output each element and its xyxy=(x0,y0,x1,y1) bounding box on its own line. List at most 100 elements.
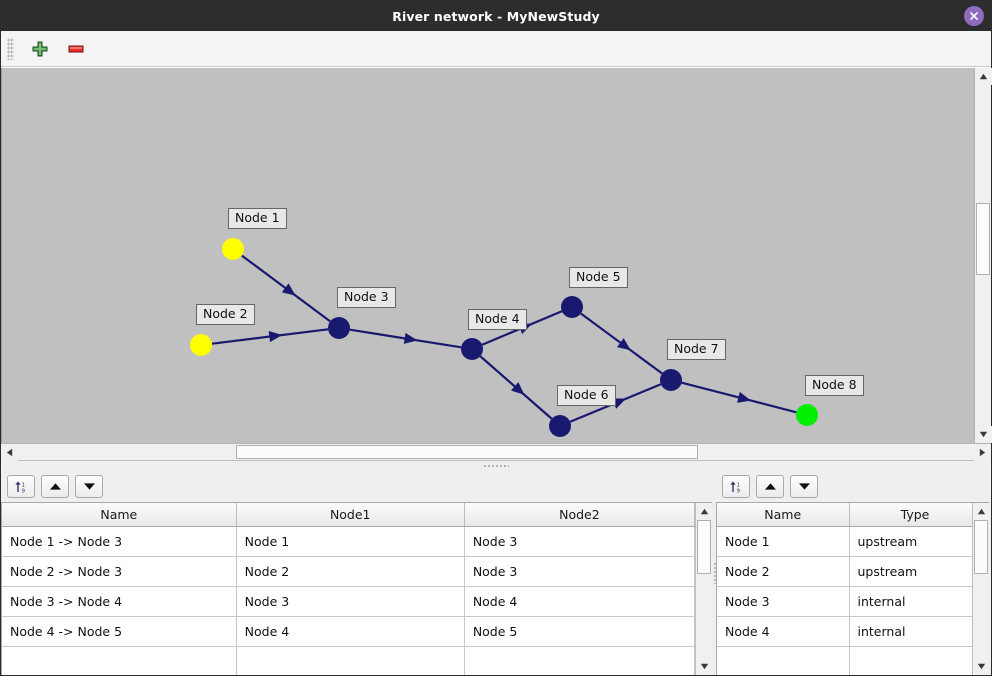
nodes-scroll-thumb[interactable] xyxy=(974,520,988,574)
table-cell[interactable] xyxy=(849,646,972,675)
table-cell[interactable] xyxy=(236,646,465,675)
graph-node-label[interactable]: Node 7 xyxy=(667,339,726,360)
table-cell[interactable]: Node 4 xyxy=(464,586,695,617)
table-cell[interactable] xyxy=(2,646,237,675)
table-cell[interactable]: Node 3 xyxy=(717,586,850,617)
graph-node[interactable] xyxy=(561,296,583,318)
svg-text:9: 9 xyxy=(22,488,25,494)
table-cell[interactable]: Node 2 xyxy=(236,556,465,587)
reaches-scroll-thumb[interactable] xyxy=(697,520,711,574)
table-cell[interactable]: Node 1 -> Node 3 xyxy=(2,526,237,557)
graph-node-label[interactable]: Node 1 xyxy=(228,208,287,229)
vertical-splitter[interactable] xyxy=(712,471,716,675)
reaches-vertical-scrollbar[interactable] xyxy=(695,503,712,675)
table-cell[interactable]: Node 2 xyxy=(717,556,850,587)
arrow-down-icon xyxy=(798,483,810,490)
table-cell[interactable]: internal xyxy=(849,586,972,617)
table-cell[interactable]: upstream xyxy=(849,526,972,557)
table-cell[interactable]: Node 3 xyxy=(464,556,695,587)
nodes-scroll-down-button[interactable] xyxy=(973,658,989,675)
reaches-sort-button[interactable]: 1 9 xyxy=(7,475,35,498)
table-cell[interactable]: Node 3 xyxy=(236,586,465,617)
bottom-panes: 1 9 xyxy=(1,471,991,675)
nodes-sort-button[interactable]: 1 9 xyxy=(722,475,750,498)
table-cell[interactable]: Node 5 xyxy=(464,616,695,647)
table-cell[interactable]: Node 4 xyxy=(717,616,850,647)
table-row[interactable] xyxy=(2,646,695,675)
caret-right-icon xyxy=(979,448,986,457)
table-cell[interactable] xyxy=(464,646,695,675)
graph-node[interactable] xyxy=(461,338,483,360)
canvas-horizontal-scrollbar[interactable] xyxy=(1,443,991,461)
graph-node[interactable] xyxy=(328,317,350,339)
column-header[interactable]: Name xyxy=(717,503,850,527)
add-node-button[interactable] xyxy=(28,37,52,61)
horizontal-splitter[interactable] xyxy=(1,460,991,471)
table-cell[interactable]: Node 4 xyxy=(236,616,465,647)
scroll-right-button[interactable] xyxy=(974,444,991,461)
column-header[interactable]: Type xyxy=(849,503,972,527)
reaches-move-down-button[interactable] xyxy=(75,475,103,498)
horizontal-scroll-thumb[interactable] xyxy=(236,445,698,459)
table-cell[interactable] xyxy=(717,646,850,675)
table-cell[interactable]: Node 1 xyxy=(236,526,465,557)
scroll-down-button[interactable] xyxy=(975,426,992,443)
column-header[interactable]: Name xyxy=(2,503,237,527)
graph-node[interactable] xyxy=(660,369,682,391)
graph-node[interactable] xyxy=(796,404,818,426)
nodes-scroll-up-button[interactable] xyxy=(973,503,989,520)
column-header[interactable]: Node1 xyxy=(236,503,465,527)
table-cell[interactable]: upstream xyxy=(849,556,972,587)
nodes-scroll-track[interactable] xyxy=(973,520,989,658)
reaches-scroll-down-button[interactable] xyxy=(696,658,712,675)
graph-node[interactable] xyxy=(222,238,244,260)
vertical-scroll-track[interactable] xyxy=(975,85,991,426)
reaches-scroll-track[interactable] xyxy=(696,520,712,658)
reaches-scroll-up-button[interactable] xyxy=(696,503,712,520)
graph-node[interactable] xyxy=(549,415,571,437)
canvas-vertical-scrollbar[interactable] xyxy=(974,68,992,443)
reaches-move-up-button[interactable] xyxy=(41,475,69,498)
toolbar-drag-handle[interactable] xyxy=(7,37,14,60)
table-cell[interactable]: Node 2 -> Node 3 xyxy=(2,556,237,587)
table-cell[interactable]: Node 3 xyxy=(464,526,695,557)
graph-node-label[interactable]: Node 6 xyxy=(557,385,616,406)
scroll-left-button[interactable] xyxy=(1,444,18,461)
nodes-move-down-button[interactable] xyxy=(790,475,818,498)
graph-node-label[interactable]: Node 3 xyxy=(337,287,396,308)
graph-node-label[interactable]: Node 8 xyxy=(805,375,864,396)
nodes-vertical-scrollbar[interactable] xyxy=(972,503,989,675)
graph-canvas[interactable]: Node 1 Node 2 Node 3 Node 4 Node 5 Node 6 Node… xyxy=(1,68,974,443)
table-cell[interactable]: Node 3 -> Node 4 xyxy=(2,586,237,617)
scroll-up-button[interactable] xyxy=(975,68,992,85)
table-row[interactable] xyxy=(717,646,972,675)
table-cell[interactable]: Node 4 -> Node 5 xyxy=(2,616,237,647)
graph-node-label[interactable]: Node 5 xyxy=(569,267,628,288)
graph-node-label[interactable]: Node 2 xyxy=(196,304,255,325)
graph-node-label[interactable]: Node 4 xyxy=(468,309,527,330)
remove-node-button[interactable] xyxy=(64,37,88,61)
nodes-pane: 1 9 xyxy=(716,471,991,675)
graph-node[interactable] xyxy=(190,334,212,356)
vertical-scroll-thumb[interactable] xyxy=(976,203,990,275)
column-header[interactable]: Node2 xyxy=(464,503,695,527)
close-button[interactable] xyxy=(964,6,984,26)
table-cell[interactable]: Node 1 xyxy=(717,526,850,557)
table-cell[interactable]: internal xyxy=(849,616,972,647)
graph-edge-arrow xyxy=(510,382,525,395)
nodes-move-up-button[interactable] xyxy=(756,475,784,498)
horizontal-scroll-track[interactable] xyxy=(18,444,974,460)
